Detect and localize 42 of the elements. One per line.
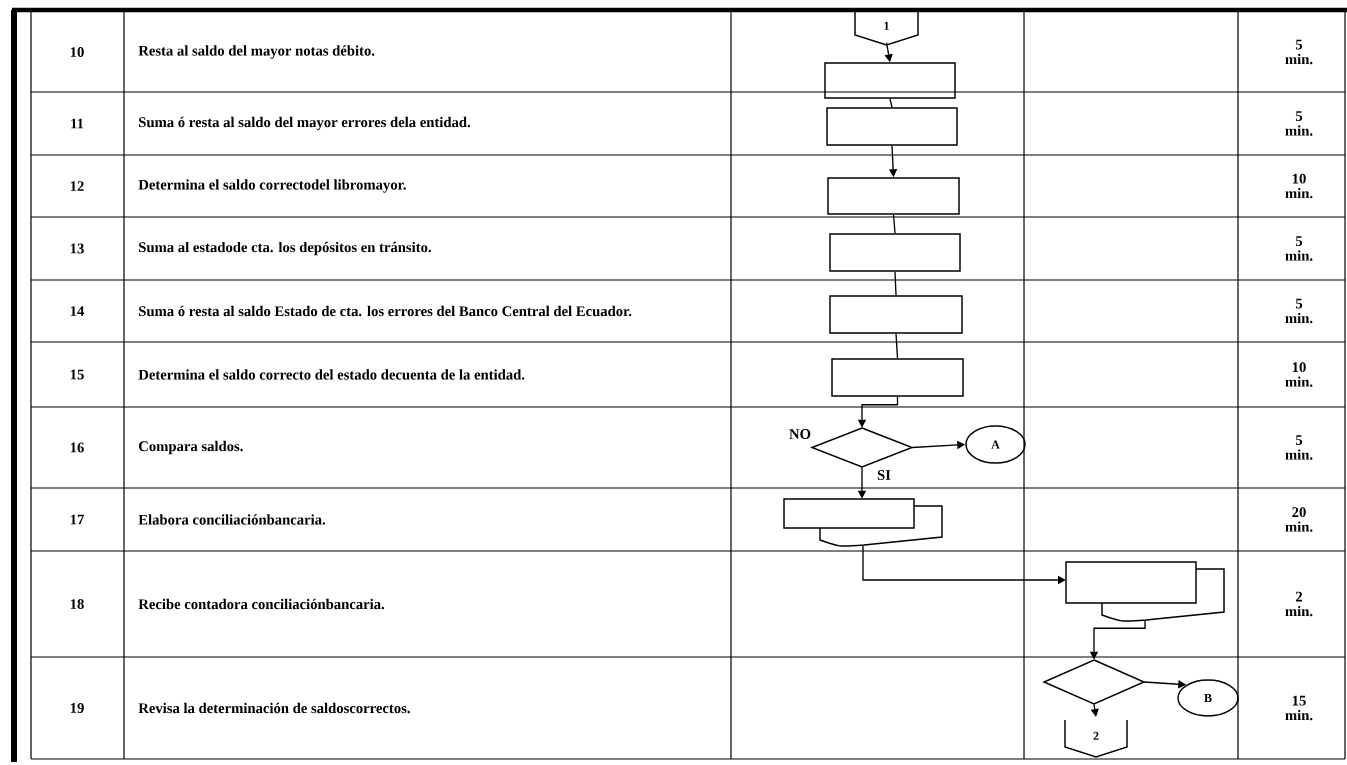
process-box: [826, 107, 958, 146]
edge-label: SI: [875, 468, 893, 482]
step-description: Resta al saldo del mayor notas débito.: [138, 45, 375, 59]
duration: 5 min.: [1285, 298, 1313, 324]
process-box: [829, 295, 963, 334]
duration: 5 min.: [1285, 111, 1313, 136]
row-number: 15: [70, 369, 84, 380]
off-page-connector: 2: [1064, 719, 1128, 758]
duration: 15 min.: [1285, 695, 1313, 721]
row-number: 14: [70, 306, 85, 316]
row-number: 16: [70, 442, 84, 453]
row-number: 10: [70, 47, 84, 57]
document-shape: [1065, 561, 1225, 622]
duration: 5 min.: [1285, 236, 1313, 261]
step-description: Suma ó resta al saldo del mayor errores dela entidad.: [139, 116, 471, 131]
step-description: Elabora conciliaciónbancaria.: [138, 514, 326, 525]
off-page-connector: 1: [854, 11, 919, 46]
branch-label: NO: [789, 429, 811, 439]
step-description: Compara saldos.: [139, 440, 243, 455]
process-box: [831, 358, 964, 397]
row-number: 17: [70, 514, 84, 525]
row-number: 19: [70, 703, 84, 713]
process-box: [829, 233, 961, 272]
duration: 10 min.: [1285, 362, 1313, 387]
row-number: 11: [71, 118, 84, 129]
step-description: Suma al estadode cta. los depósitos en tránsito.: [139, 241, 431, 256]
row-number: 12: [70, 181, 84, 191]
step-description: Determina el saldo correcto del estado decuenta de la entidad.: [138, 369, 525, 380]
duration: 10 min.: [1285, 173, 1313, 199]
process-box: [827, 177, 960, 215]
duration: 20 min.: [1285, 507, 1313, 532]
step-description: Recibe contadora conciliaciónbancaria.: [138, 598, 385, 610]
row-number: 18: [70, 599, 84, 609]
duration: 5 min.: [1285, 39, 1313, 65]
duration: 2 min.: [1285, 591, 1313, 617]
step-description: Revisa la determinación de saldoscorrectos.: [138, 702, 410, 714]
duration: 5 min.: [1285, 435, 1313, 460]
process-box: [824, 62, 956, 99]
step-description: Suma ó resta al saldo Estado de cta. los errores del Banco Central del Ecuador.: [139, 305, 632, 317]
document-shape: [783, 498, 943, 547]
step-description: Determina el saldo correctodel libromayor.: [138, 179, 406, 193]
row-number: 13: [70, 243, 84, 254]
